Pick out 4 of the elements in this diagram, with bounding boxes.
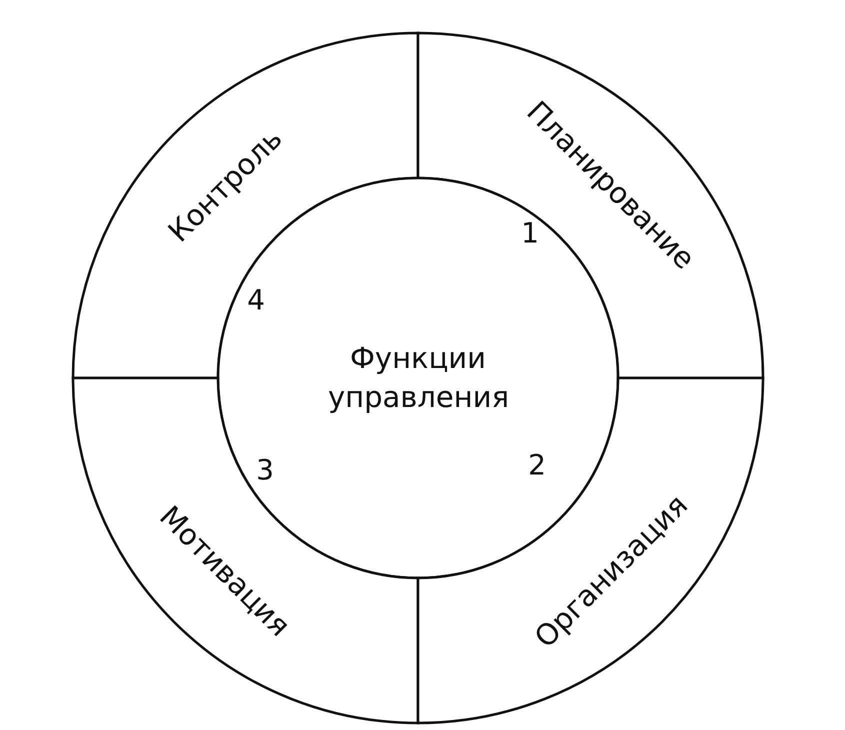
callout-number: 2 [528,448,546,482]
callout-number: 3 [256,454,274,486]
callout-number: 4 [247,284,265,316]
center-label: Функции управления [328,340,508,416]
